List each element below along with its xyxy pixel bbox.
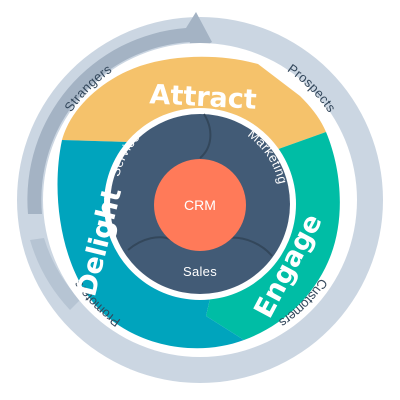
outer-arrow-bottom-left	[30, 238, 80, 310]
attract-label: Attract	[149, 79, 258, 116]
hub-divider-top	[199, 113, 212, 159]
sales-label: Sales	[183, 264, 217, 279]
attract-segment	[62, 56, 326, 152]
crm-circle	[154, 159, 246, 251]
crm-label: CRM	[184, 197, 216, 213]
outer-arrow-left	[27, 12, 213, 214]
